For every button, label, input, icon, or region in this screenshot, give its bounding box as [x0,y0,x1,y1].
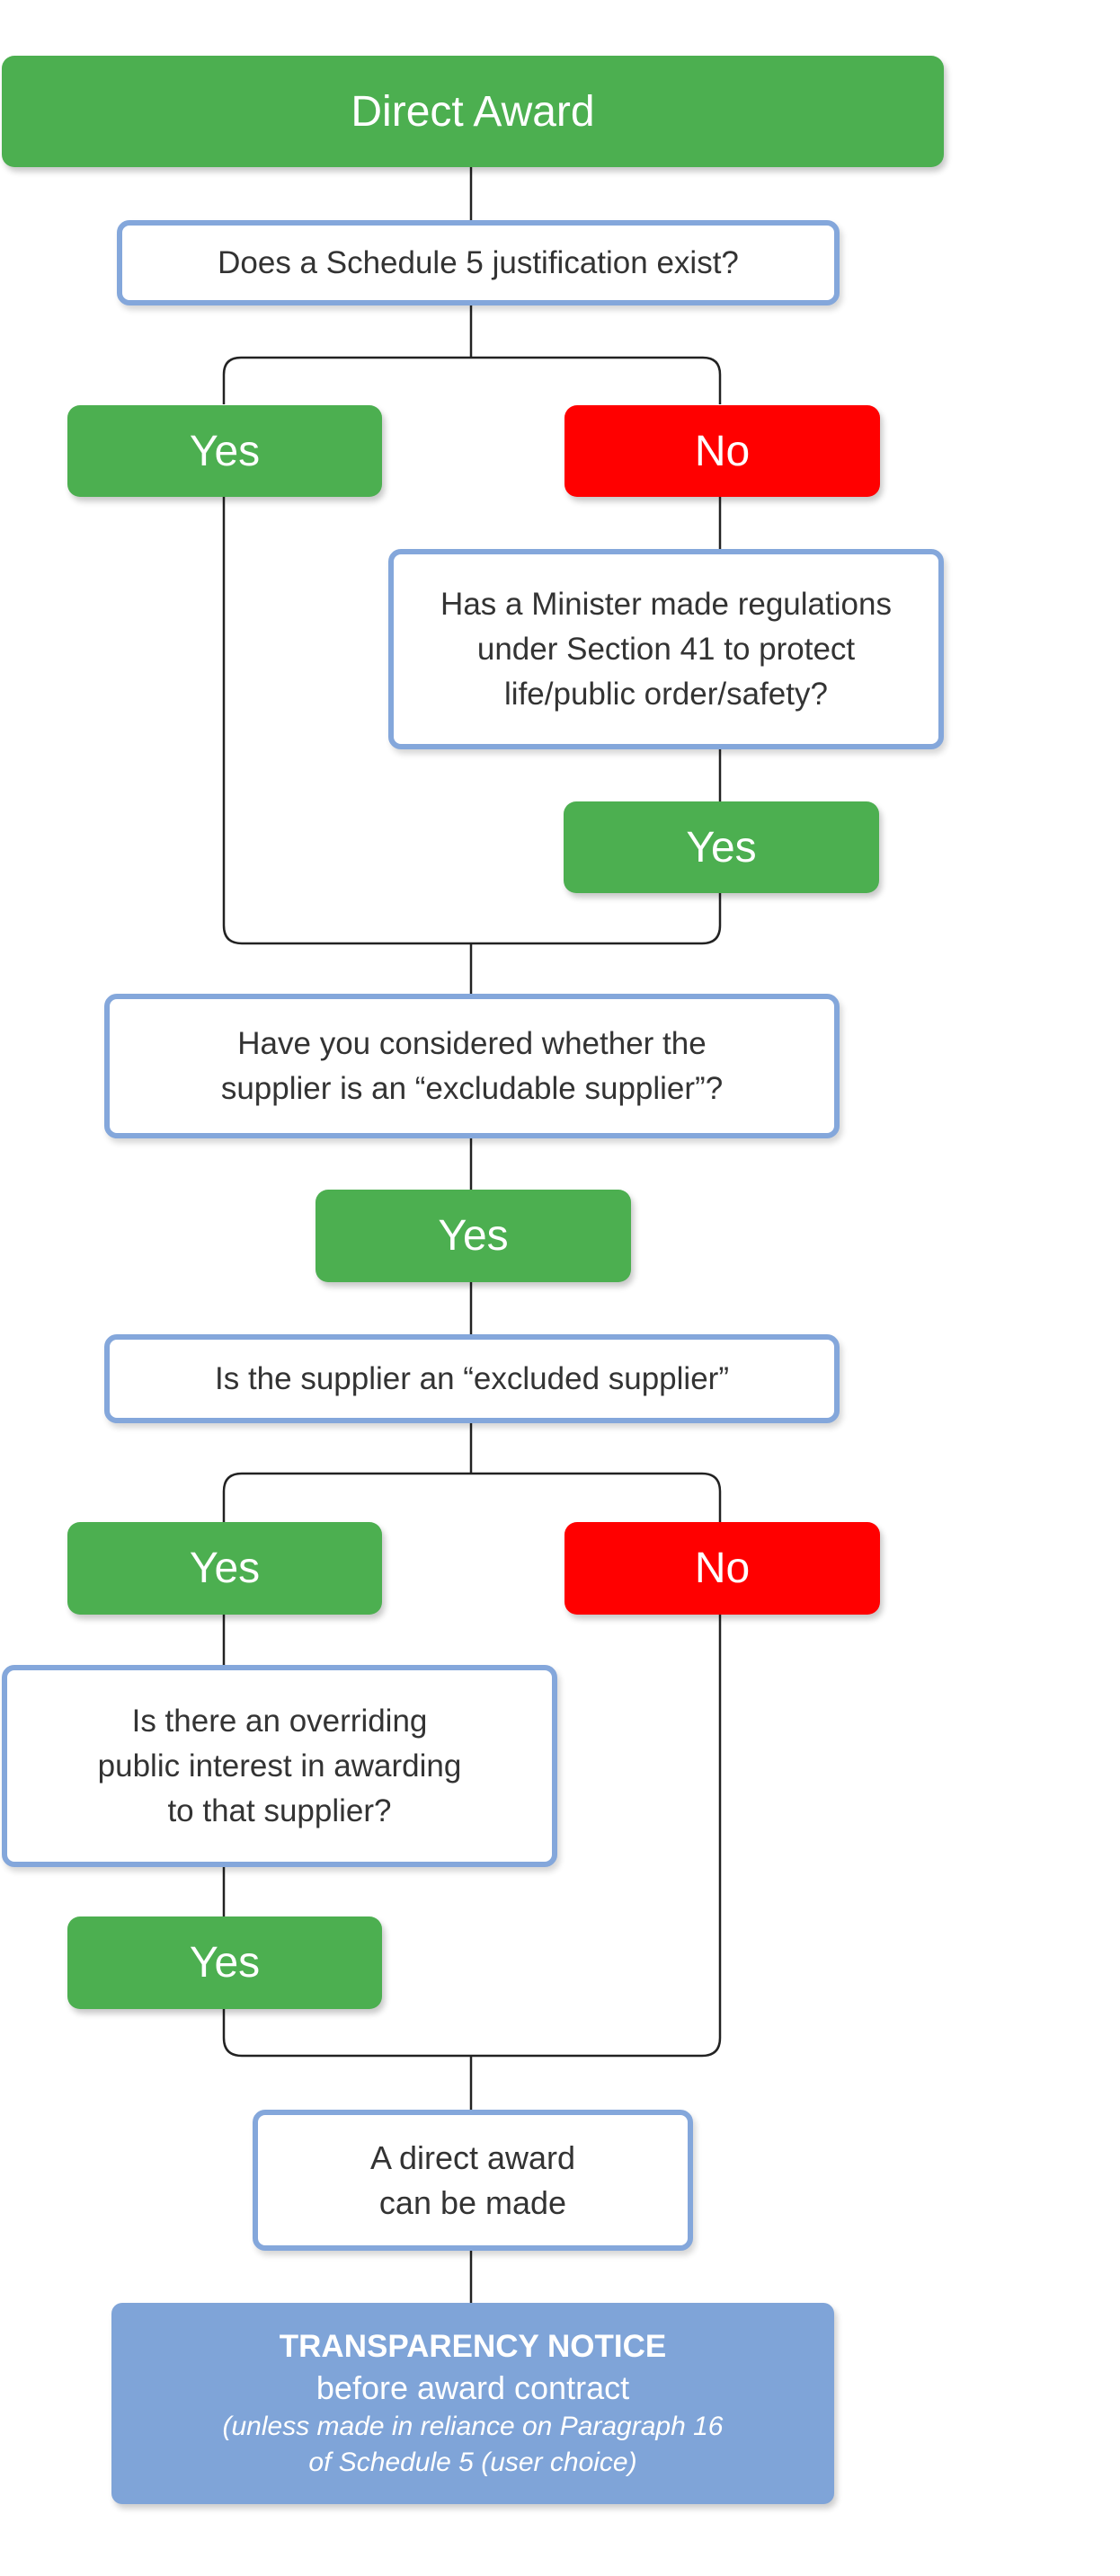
yes-box: Yes [67,405,382,497]
yes-box: Yes [67,1522,382,1615]
schedule5-question: Does a Schedule 5 justification exist? [117,220,840,305]
direct-award-result: A direct award can be made [253,2110,693,2251]
public-interest-question: Is there an overriding public interest i… [2,1665,557,1867]
direct-award-title: Direct Award [2,56,944,167]
notice-note: (unless made in reliance on Paragraph 16… [222,2412,724,2477]
notice-subheading: before award contract [316,2369,630,2406]
transparency-notice: TRANSPARENCY NOTICE before award contrac… [111,2303,834,2504]
branch-bracket [222,1472,722,1522]
no-box: No [564,405,880,497]
excluded-supplier-question: Is the supplier an “excluded supplier” [104,1334,840,1423]
yes-box: Yes [564,801,879,893]
yes-box: Yes [316,1190,631,1282]
excludable-supplier-question: Have you considered whether the supplier… [104,994,840,1138]
merge-bracket [222,2009,722,2058]
branch-bracket [222,356,722,404]
minister-regulations-question: Has a Minister made regulations under Se… [388,549,944,749]
no-box: No [564,1522,880,1615]
yes-box: Yes [67,1917,382,2009]
notice-heading: TRANSPARENCY NOTICE [279,2329,667,2364]
merge-bracket [222,891,722,945]
